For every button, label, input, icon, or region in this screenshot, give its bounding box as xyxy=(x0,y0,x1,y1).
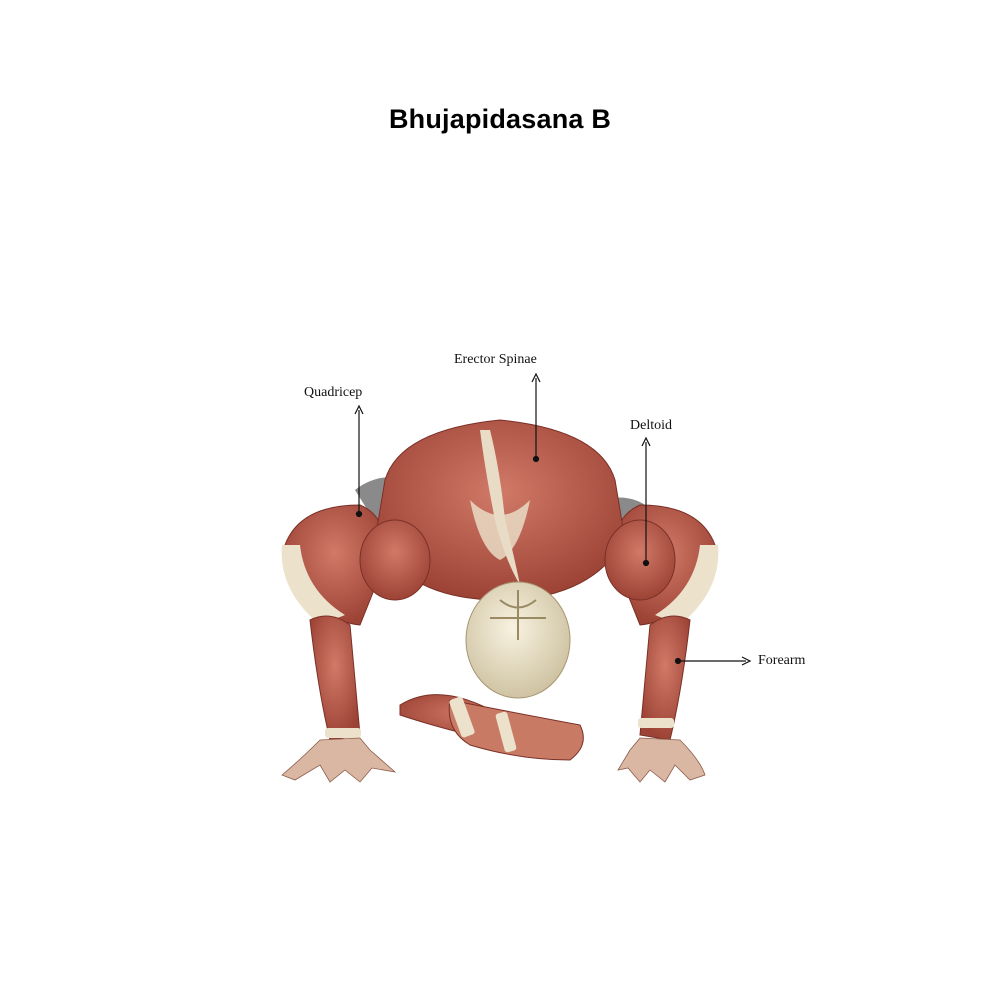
label-quadricep: Quadricep xyxy=(304,385,363,400)
ankle-band xyxy=(449,696,475,738)
page-title: Bhujapidasana B xyxy=(388,104,612,134)
callout-erector-spinae xyxy=(531,372,541,463)
crossed-foot xyxy=(448,699,584,761)
callout-forearm xyxy=(674,656,752,666)
foot-band xyxy=(495,711,517,753)
callout-quadricep xyxy=(354,404,364,518)
left-deltoid xyxy=(359,519,431,601)
callout-deltoid xyxy=(641,436,651,567)
lumbar-fascia xyxy=(470,500,530,560)
label-forearm: Forearm xyxy=(758,653,806,668)
left-hand xyxy=(281,737,397,783)
right-knee xyxy=(655,545,719,625)
right-hand xyxy=(617,737,706,783)
right-wrist xyxy=(638,718,674,728)
label-deltoid: Deltoid xyxy=(630,418,672,433)
right-deltoid xyxy=(604,519,676,601)
left-arm xyxy=(309,615,361,741)
left-wrist xyxy=(325,728,361,738)
label-erector-spinae: Erector Spinae xyxy=(454,352,537,367)
skull-suture xyxy=(490,590,546,640)
left-knee xyxy=(281,545,345,625)
